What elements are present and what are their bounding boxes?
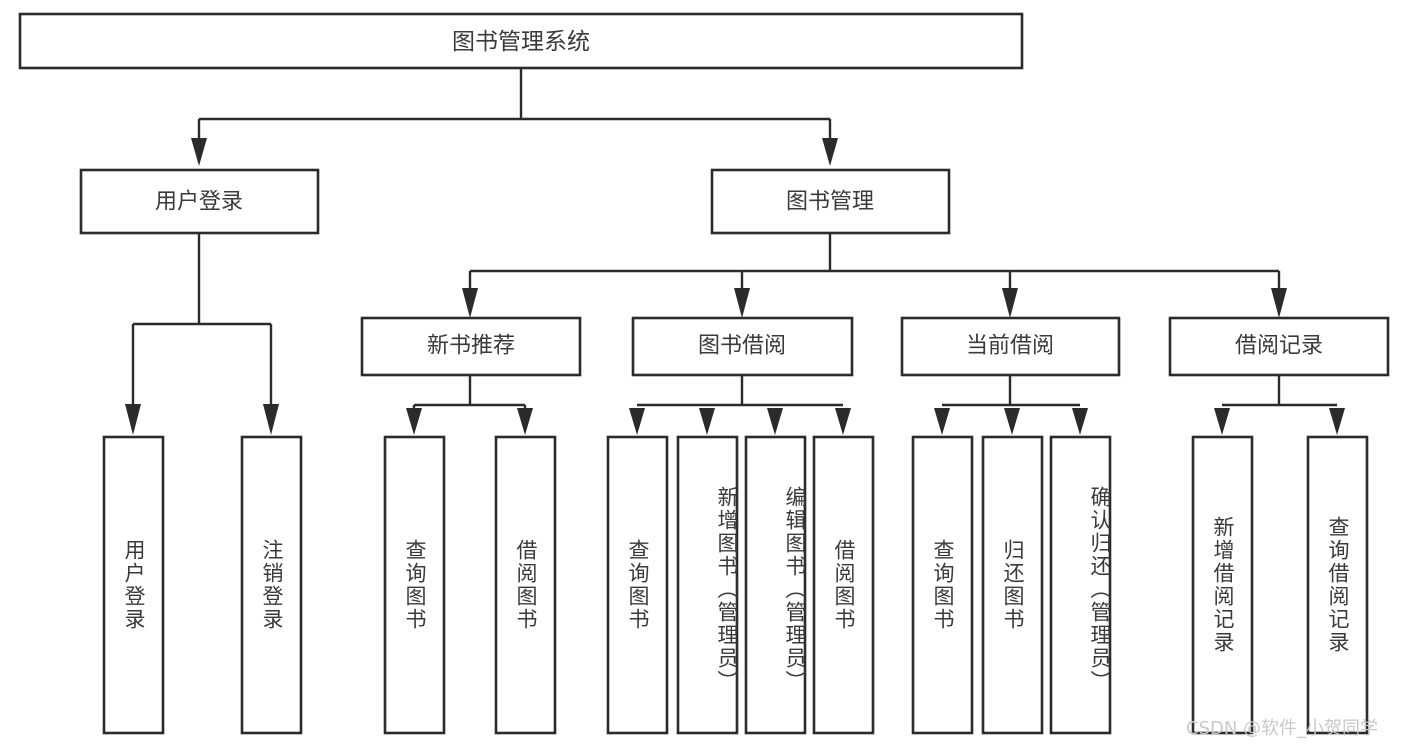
leaf-box-logout[interactable] <box>240 435 303 735</box>
node-book-borrow-box[interactable] <box>631 316 854 377</box>
connectors-newbook-to-leaves <box>406 374 533 435</box>
arrowhead-user-login <box>191 138 207 166</box>
node-root[interactable]: 图书管理系统 <box>18 12 1024 70</box>
node-current-borrow-label: 当前借阅 <box>966 334 1054 359</box>
connectors-userlogin-to-leaves <box>125 234 279 435</box>
arrowhead-leaf-11 <box>1072 408 1088 435</box>
leaf-box-confirm-return-admin[interactable] <box>1049 435 1112 735</box>
node-current-borrow[interactable]: 当前借阅 <box>900 316 1121 377</box>
node-borrow-record[interactable]: 借阅记录 <box>1168 316 1390 377</box>
node-borrow-record-label: 借阅记录 <box>1235 334 1323 359</box>
arrowhead-book-manage <box>822 138 838 166</box>
node-new-book-recommend-box[interactable] <box>360 316 582 377</box>
connectors-current-to-leaves <box>934 374 1088 435</box>
arrowhead-leaf-7 <box>767 408 783 435</box>
connectors-borrow-to-leaves <box>629 374 851 435</box>
arrowhead-current <box>1002 288 1018 318</box>
arrowhead-borrow <box>734 288 750 318</box>
node-book-manage-label: 图书管理 <box>786 190 874 215</box>
leaf-box-add-borrow-record[interactable] <box>1191 435 1254 735</box>
arrowhead-record <box>1271 288 1287 318</box>
node-book-manage-box[interactable] <box>710 168 951 235</box>
connectors-bookmanage-to-level2 <box>462 234 1287 318</box>
arrowhead-leaf-5 <box>629 408 645 435</box>
leaf-box-query-book-2[interactable] <box>606 435 669 735</box>
arrowhead-leaf-2 <box>263 404 279 435</box>
watermark-text: CSDN @软件_小贺同学 <box>1186 718 1379 739</box>
node-book-borrow[interactable]: 图书借阅 <box>631 316 854 377</box>
leaf-box-query-book-3[interactable] <box>911 435 974 735</box>
leaf-box-borrow-book-2[interactable] <box>812 435 875 735</box>
arrowhead-leaf-10 <box>1004 408 1020 435</box>
node-user-login[interactable]: 用户登录 <box>79 168 320 235</box>
leaf-box-borrow-book-1[interactable] <box>494 435 557 735</box>
arrowhead-leaf-6 <box>699 408 715 435</box>
node-book-manage[interactable]: 图书管理 <box>710 168 951 235</box>
node-current-borrow-box[interactable] <box>900 316 1121 377</box>
arrowhead-leaf-4 <box>517 408 533 435</box>
node-borrow-record-box[interactable] <box>1168 316 1390 377</box>
node-user-login-label: 用户登录 <box>155 190 243 215</box>
leaf-box-query-borrow-record[interactable] <box>1306 435 1369 735</box>
arrowhead-leaf-1 <box>125 404 141 435</box>
leaf-box-user-login[interactable] <box>102 435 165 735</box>
arrowhead-leaf-8 <box>835 408 851 435</box>
node-root-box[interactable] <box>18 12 1024 70</box>
arrowhead-leaf-12 <box>1214 408 1230 435</box>
leaf-box-query-book-1[interactable] <box>383 435 446 735</box>
node-new-book-recommend[interactable]: 新书推荐 <box>360 316 582 377</box>
node-book-borrow-label: 图书借阅 <box>698 334 786 359</box>
arrowhead-leaf-3 <box>406 408 422 435</box>
arrowhead-leaf-13 <box>1329 408 1345 435</box>
arrowhead-newbook <box>462 288 478 318</box>
connectors-root-to-level1 <box>191 68 838 166</box>
node-root-label: 图书管理系统 <box>452 29 590 55</box>
leaf-box-return-book[interactable] <box>981 435 1044 735</box>
leaf-box-add-book-admin[interactable] <box>676 435 739 735</box>
node-new-book-recommend-label: 新书推荐 <box>427 334 515 359</box>
arrowhead-leaf-9 <box>934 408 950 435</box>
connectors-record-to-leaves <box>1214 374 1345 435</box>
node-user-login-box[interactable] <box>79 168 320 235</box>
leaf-box-edit-book-admin[interactable] <box>744 435 807 735</box>
